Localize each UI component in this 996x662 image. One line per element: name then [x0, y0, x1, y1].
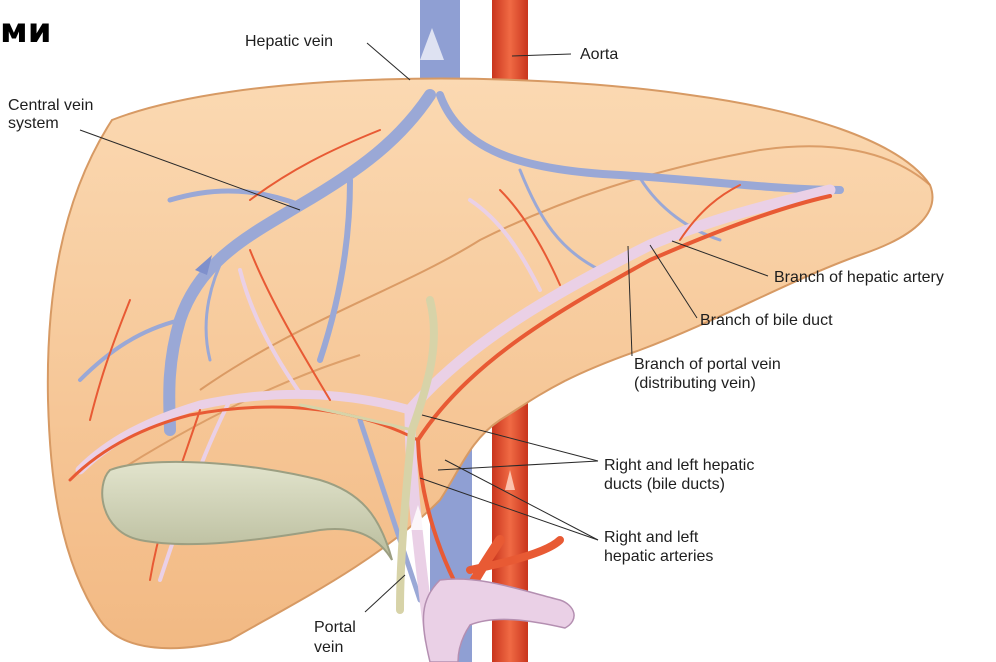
label-branch-portal-line2: (distributing vein) [634, 375, 756, 392]
label-portal-vein-line2: vein [314, 639, 343, 656]
header-text: ми [0, 11, 52, 51]
label-branch-portal-line1: Branch of portal vein [634, 356, 781, 373]
label-central-vein-line1: Central vein [8, 97, 93, 114]
label-central-vein-line2: system [8, 115, 59, 132]
label-branch-bile-duct: Branch of bile duct [700, 312, 833, 329]
label-branch-hepatic-artery: Branch of hepatic artery [774, 269, 944, 286]
label-hepatic-ducts-line1: Right and left hepatic [604, 457, 754, 474]
label-hepatic-arteries-line1: Right and left [604, 529, 699, 546]
label-hepatic-arteries-line2: hepatic arteries [604, 548, 713, 565]
label-hepatic-ducts-line2: ducts (bile ducts) [604, 476, 725, 493]
label-portal-vein-line1: Portal [314, 619, 356, 636]
label-hepatic-vein: Hepatic vein [245, 33, 333, 50]
label-aorta: Aorta [580, 46, 618, 63]
